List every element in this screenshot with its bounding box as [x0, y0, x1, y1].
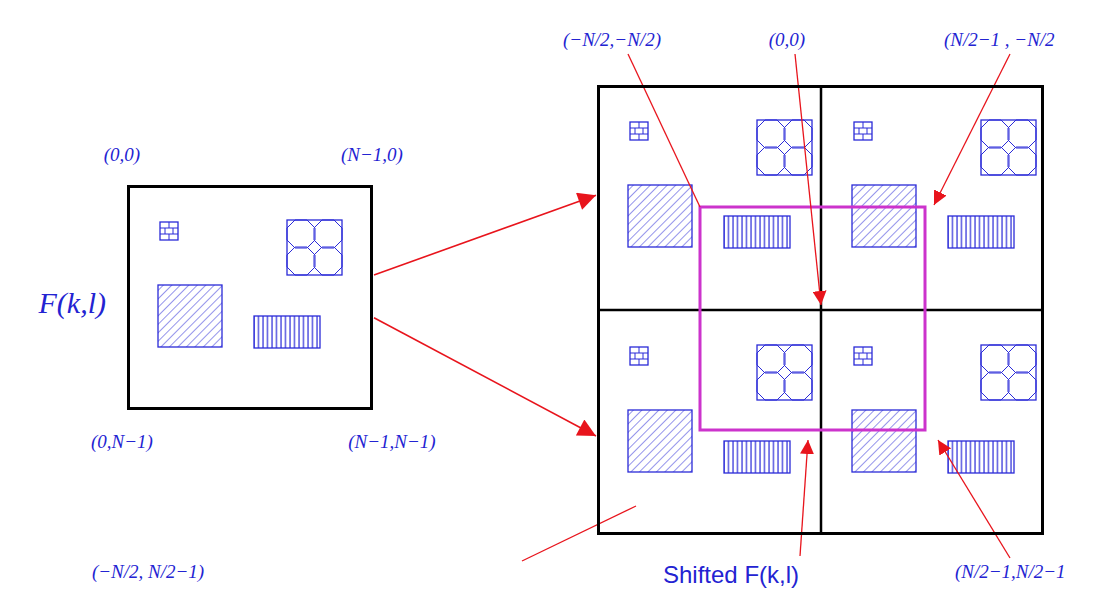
shifted-spectrum-label: Shifted F(k,l)	[663, 562, 799, 588]
coordinate-label: (N−1,0)	[341, 145, 403, 166]
shift-arrow	[374, 195, 596, 275]
coordinate-label: (−N/2,−N/2)	[563, 30, 661, 51]
tiled-spectrum-square: Shifted F(k,l)	[597, 85, 1044, 535]
coordinate-label: (0,N−1)	[91, 432, 153, 453]
coordinate-label: (N/2−1 , −N/2	[944, 30, 1055, 51]
coordinate-label: (0,0)	[104, 145, 140, 166]
coordinate-label: (N/2−1,N/2−1	[955, 562, 1066, 583]
shift-arrow	[374, 318, 596, 436]
spectrum-label: F(k,l)	[39, 286, 106, 319]
coordinate-label: (N−1,N−1)	[348, 432, 435, 453]
coordinate-label: (−N/2, N/2−1)	[92, 562, 204, 583]
coordinate-label: (0,0)	[769, 30, 805, 51]
spectrum-square: F(k,l)	[127, 185, 373, 410]
